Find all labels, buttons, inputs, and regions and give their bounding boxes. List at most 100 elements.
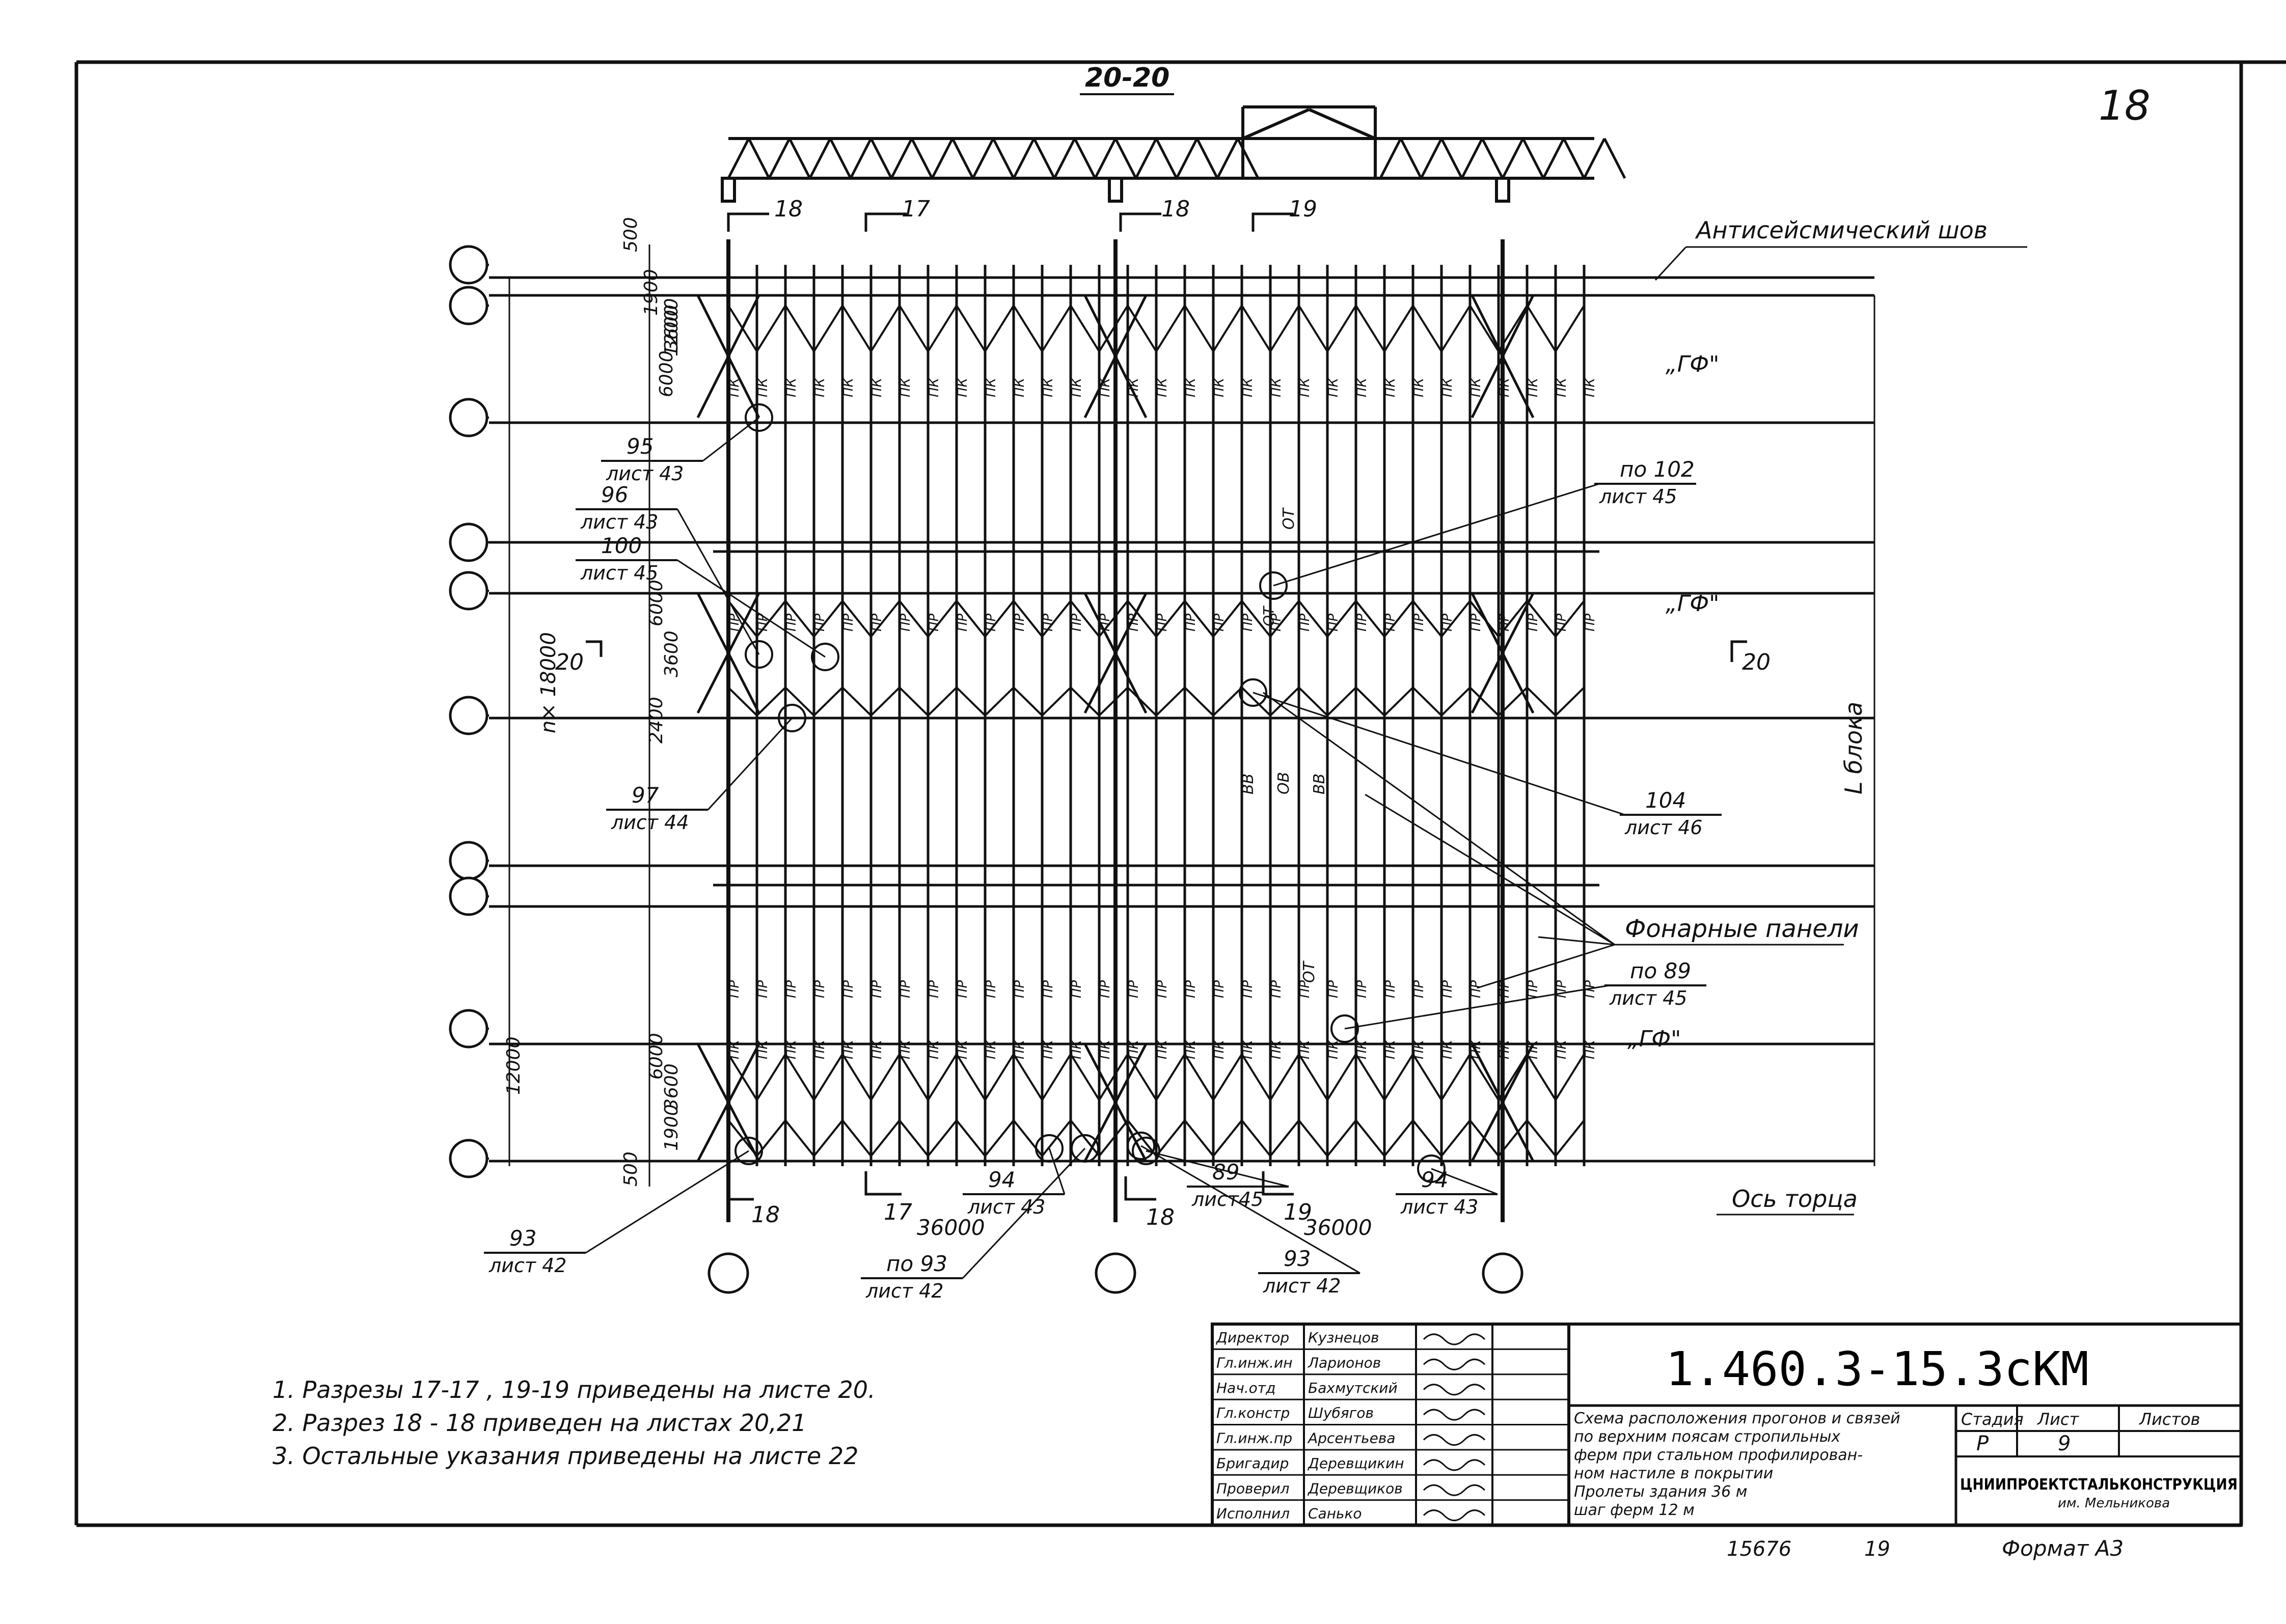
member-label: ПК	[755, 1039, 771, 1059]
member-label: ПК	[1240, 377, 1256, 397]
member-label: ПР	[727, 980, 742, 998]
span-dim-left: 36000	[917, 1215, 985, 1240]
member-label: ПР	[1354, 980, 1370, 998]
axis-bubble	[449, 1139, 488, 1178]
member-label: ОТ	[1300, 960, 1318, 983]
member-label: ПР	[1269, 613, 1284, 631]
member-label: ПК	[1297, 377, 1313, 397]
member-label: ПР	[1497, 613, 1512, 631]
node-circle	[1127, 1132, 1155, 1160]
member-label: ПК	[1583, 1039, 1598, 1059]
member-label: ПК	[1326, 1039, 1341, 1059]
member-label: ПК	[1354, 377, 1370, 397]
member-label: ПР	[1497, 980, 1512, 998]
section-mark-18d: 18	[1146, 1204, 1175, 1230]
member-label: ПР	[1012, 980, 1027, 998]
member-label: ПР	[784, 613, 799, 631]
member-label: ПК	[1411, 377, 1427, 397]
member-label: ПР	[1183, 980, 1199, 998]
signatory-role: Исполнил	[1216, 1505, 1290, 1522]
callout-sheet: лист 43	[606, 462, 684, 485]
member-label: ПК	[812, 1039, 828, 1059]
axis-bubble	[449, 398, 488, 437]
member-label: ПР	[1041, 613, 1056, 631]
node-circle	[745, 640, 773, 669]
section-title-text: 20-20	[1085, 63, 1169, 93]
section-mark-20a: 20	[555, 649, 584, 675]
member-label: ПК	[1069, 1039, 1084, 1059]
member-label: ПР	[927, 980, 942, 998]
roof-plan	[489, 239, 1874, 1222]
member-label: ПК	[727, 1039, 742, 1059]
callout-sheet: лист 42	[488, 1254, 566, 1277]
member-label: ПК	[1297, 1039, 1313, 1059]
dimension-label: 12000	[661, 298, 682, 356]
dimension-label: 1900	[661, 1104, 682, 1151]
signatory-name: Деревщикин	[1307, 1455, 1404, 1472]
signatory-name: Кузнецов	[1308, 1329, 1379, 1346]
signatory-name: Деревщиков	[1307, 1480, 1403, 1497]
signature	[1423, 1459, 1486, 1471]
member-label: ПР	[727, 613, 742, 631]
callout-sheet: лист 43	[580, 511, 658, 533]
callout-number: по 93	[886, 1251, 947, 1276]
callout-number: по 102	[1620, 457, 1695, 482]
dimension-label: 1900	[641, 269, 662, 316]
member-label: ПР	[755, 980, 771, 998]
section-mark-labels: 18 17 18 19 18 17 18 19 20 20	[555, 196, 1771, 1230]
member-label: ПК	[784, 377, 799, 397]
inventory-number: 15676	[1727, 1537, 1791, 1561]
member-label: ПР	[898, 980, 913, 998]
callout-sheet: лист 43	[967, 1196, 1045, 1218]
section-marks	[586, 212, 1747, 1201]
node-circle	[734, 1137, 763, 1165]
member-label: ПК	[927, 377, 942, 397]
member-label: ПК	[1155, 377, 1170, 397]
drawing-code: 1.460.3-15.3cKM	[1666, 1342, 2089, 1396]
member-label: ВВ	[1311, 774, 1328, 794]
stage-header: Стадия	[1961, 1410, 2024, 1429]
note-2: 2. Разрез 18 - 18 приведен на листах 20,…	[273, 1409, 806, 1437]
member-label: ПР	[869, 613, 885, 631]
callout-sheet: лист 46	[1624, 816, 1702, 839]
callout-number: 93	[509, 1226, 536, 1251]
dimension-label: 500	[620, 1151, 641, 1187]
member-label: ПК	[898, 377, 913, 397]
member-label: ПК	[1440, 377, 1455, 397]
signatory-role: Гл.констр	[1216, 1405, 1290, 1421]
member-label: ПК	[1126, 377, 1141, 397]
signature	[1423, 1509, 1486, 1522]
note-1: 1. Разрезы 17-17 , 19-19 приведены на ли…	[273, 1376, 876, 1403]
callout-number: 93	[1284, 1246, 1311, 1271]
member-label: ПР	[841, 613, 856, 631]
callout-sheet: лист 45	[580, 562, 658, 584]
signatory-name: Санько	[1308, 1505, 1362, 1522]
dimension-label: 3600	[661, 1063, 682, 1110]
callout-number: 100	[601, 533, 642, 558]
member-label: ПР	[955, 980, 970, 998]
member-label: ПР	[955, 613, 970, 631]
member-label: ПК	[1012, 377, 1027, 397]
member-label: ПР	[927, 613, 942, 631]
callout-sheet: лист 42	[865, 1280, 943, 1302]
member-label: ПК	[1468, 377, 1484, 397]
member-label: ПК	[1583, 377, 1598, 397]
member-label: ПК	[1440, 1039, 1455, 1059]
end-axis-label: Ось торца	[1732, 1185, 1858, 1213]
member-label: ПР	[1526, 980, 1541, 998]
section-mark-18c: 18	[751, 1202, 780, 1228]
member-label: ПР	[984, 613, 999, 631]
member-label: ПК	[1069, 377, 1084, 397]
member-label: ПК	[1212, 377, 1227, 397]
truss-elevation	[721, 105, 1626, 203]
member-label: ПК	[1183, 1039, 1199, 1059]
node-circle	[1035, 1134, 1064, 1163]
signature	[1423, 1384, 1486, 1396]
member-label: ПК	[955, 377, 970, 397]
signatory-name: Арсентьева	[1307, 1430, 1396, 1447]
signatory-name: Бахмутский	[1308, 1380, 1398, 1396]
member-label: ПК	[841, 377, 856, 397]
member-label: ПР	[1069, 980, 1084, 998]
